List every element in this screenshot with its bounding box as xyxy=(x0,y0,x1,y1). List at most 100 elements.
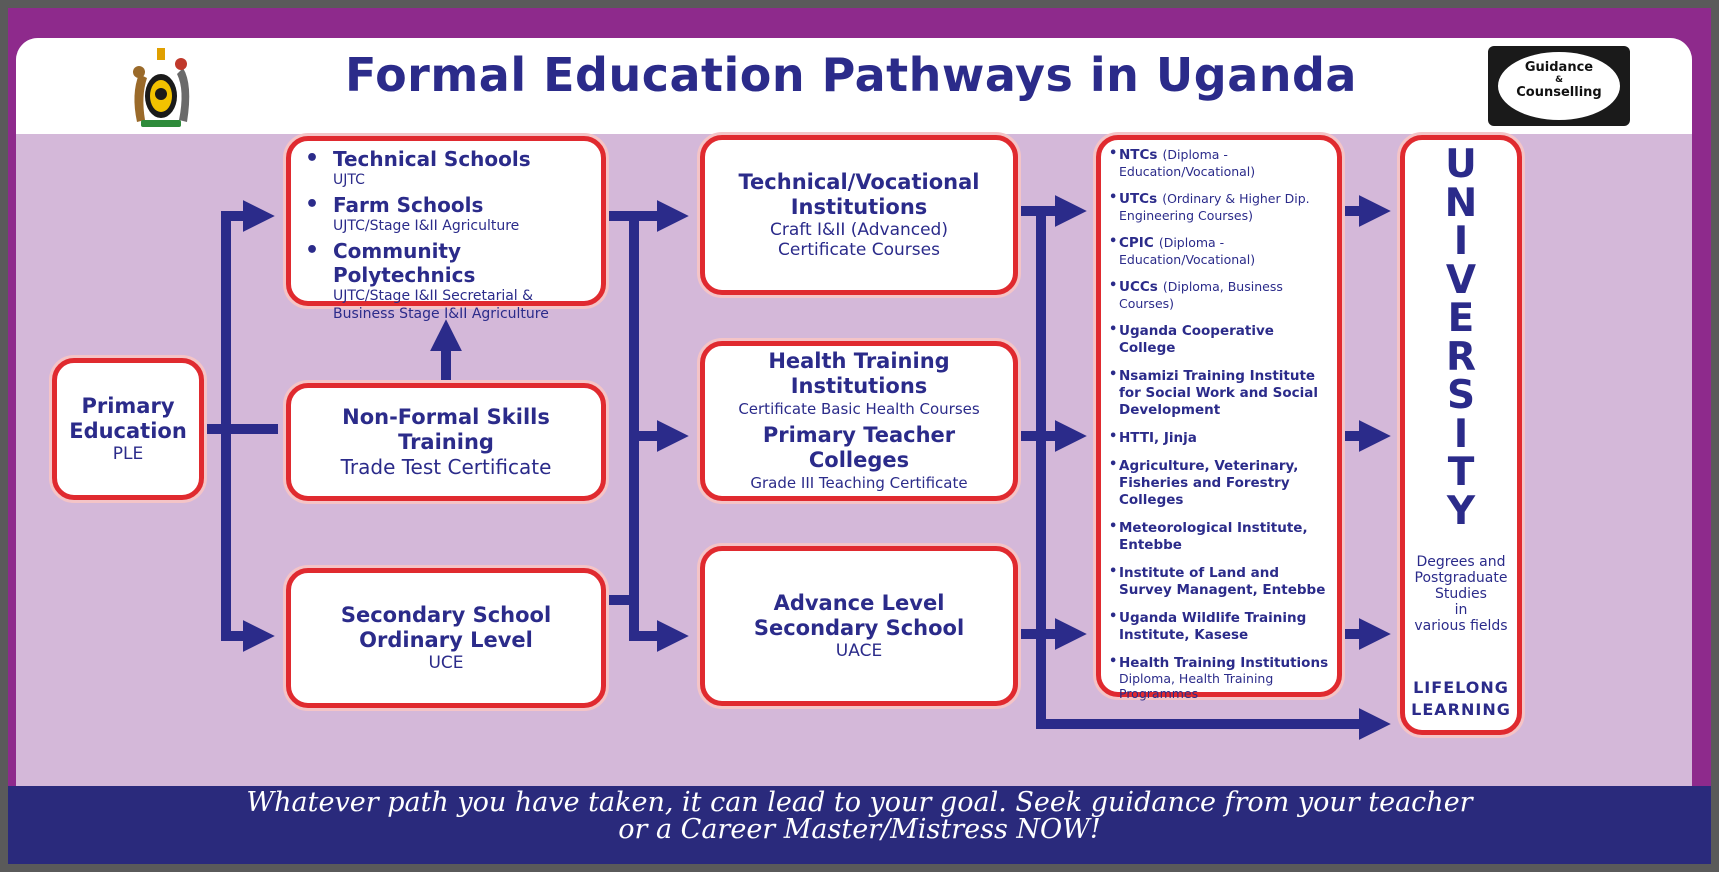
list-item: •UTCs (Ordinary & Higher Dip. Engineerin… xyxy=(1109,190,1329,223)
box-technical-schools: • Technical Schools UJTC • Farm Schools … xyxy=(286,136,606,322)
university-letter: V xyxy=(1445,257,1477,303)
bullet-icon: • xyxy=(305,238,320,263)
box-advance-level: Advance Level Secondary School UACE xyxy=(700,546,1018,706)
list-item: •CPIC (Diploma - Education/Vocational) xyxy=(1109,234,1329,267)
item-detail: UJTC/Stage I&II Secretarial & Business S… xyxy=(333,288,549,322)
list-item: •UCCs (Diploma, Business Courses) xyxy=(1109,278,1329,311)
item-detail: Diploma, Health Training Programmes xyxy=(1119,671,1274,701)
box-health-ptc: Health Training Institutions Certificate… xyxy=(700,341,1018,501)
item-detail: (Diploma - Education/Vocational) xyxy=(1119,147,1256,179)
item-name: Community Polytechnics xyxy=(333,239,476,287)
degrees-line: Degrees and xyxy=(1416,554,1506,570)
bullet-icon: • xyxy=(1109,367,1118,382)
box-technical-vocational: Technical/Vocational Institutions Craft … xyxy=(700,135,1018,295)
bullet-icon: • xyxy=(1109,457,1118,472)
health-sub: Certificate Basic Health Courses xyxy=(738,400,980,418)
item-detail: UJTC xyxy=(333,172,365,188)
item-detail: UJTC/Stage I&II Agriculture xyxy=(333,218,520,234)
poster-frame: Formal Education Pathways in Uganda Guid… xyxy=(8,8,1711,864)
item-detail: (Diploma - Education/Vocational) xyxy=(1119,235,1256,267)
tvi-title: Technical/Vocational Institutions xyxy=(738,170,980,219)
bullet-icon: • xyxy=(1109,234,1118,249)
list-item: • Farm Schools UJTC/Stage I&II Agricultu… xyxy=(305,193,591,235)
a-level-sub: UACE xyxy=(835,641,883,661)
bullet-icon: • xyxy=(1109,190,1118,205)
list-item: •Uganda Cooperative College xyxy=(1109,322,1329,356)
university-letter: S xyxy=(1446,373,1476,418)
footer-banner: Whatever path you have taken, it can lea… xyxy=(8,786,1711,864)
item-name: Nsamizi Training Institute for Social Wo… xyxy=(1119,368,1319,418)
diagram-canvas: Formal Education Pathways in Uganda Guid… xyxy=(16,38,1692,816)
bullet-icon: • xyxy=(1109,278,1118,293)
tvi-sub: Craft I&II (Advanced) Certificate Course… xyxy=(770,220,948,260)
non-formal-title: Non-Formal Skills Training xyxy=(342,405,550,454)
item-name: CPIC xyxy=(1119,235,1154,251)
item-name: Uganda Cooperative College xyxy=(1119,323,1274,356)
university-letter: Y xyxy=(1446,488,1476,534)
connector-arrows xyxy=(202,194,1391,741)
list-item: •Meteorological Institute, Entebbe xyxy=(1109,519,1329,553)
degrees-line: in xyxy=(1454,602,1468,618)
logo-text-amp: & xyxy=(1555,75,1563,85)
university-degrees: Degrees and Postgraduate Studies in vari… xyxy=(1405,554,1517,634)
bullet-icon: • xyxy=(1109,654,1118,669)
item-name: Technical Schools xyxy=(333,147,531,171)
degrees-line: various fields xyxy=(1414,618,1508,634)
lifelong-line: LEARNING xyxy=(1411,700,1511,719)
item-name: NTCs xyxy=(1119,147,1158,163)
university-letter: R xyxy=(1445,334,1477,380)
item-detail: (Ordinary & Higher Dip. Engineering Cour… xyxy=(1119,191,1310,223)
item-name: UCCs xyxy=(1119,279,1158,295)
bullet-icon: • xyxy=(305,146,320,171)
primary-title: Primary Education xyxy=(69,394,187,443)
secondary-o-sub: UCE xyxy=(428,653,464,673)
box-primary-education: Primary Education PLE xyxy=(52,358,204,500)
a-level-title: Advance Level Secondary School xyxy=(753,591,965,640)
page-title: Formal Education Pathways in Uganda xyxy=(345,48,1357,102)
degrees-line: Studies xyxy=(1435,586,1487,602)
item-name: Uganda Wildlife Training Institute, Kase… xyxy=(1119,610,1307,643)
secondary-o-title: Secondary School Ordinary Level xyxy=(340,603,552,652)
lifelong-line: LIFELONG xyxy=(1413,678,1509,697)
list-item: •HTTI, Jinja xyxy=(1109,429,1329,446)
health-title: Health Training Institutions xyxy=(768,349,950,398)
university-letter: N xyxy=(1444,180,1478,226)
university-word: U N I V E R S I T Y xyxy=(1405,142,1517,534)
bullet-icon: • xyxy=(1109,146,1118,161)
university-letter: E xyxy=(1447,296,1475,341)
list-item: •Uganda Wildlife Training Institute, Kas… xyxy=(1109,609,1329,643)
non-formal-sub: Trade Test Certificate xyxy=(340,455,552,479)
bullet-icon: • xyxy=(1109,564,1118,579)
guidance-counselling-logo: Guidance & Counselling xyxy=(1488,46,1630,126)
item-name: Health Training Institutions xyxy=(1119,655,1329,671)
list-item: • Technical Schools UJTC xyxy=(305,147,591,189)
lifelong-learning: LIFELONG LEARNING xyxy=(1405,677,1517,721)
university-letter: I xyxy=(1453,219,1469,264)
ptc-title: Primary Teacher Colleges xyxy=(762,423,956,472)
university-letter: U xyxy=(1445,142,1477,187)
box-tertiary-institutions: •NTCs (Diploma - Education/Vocational) •… xyxy=(1096,135,1342,701)
list-item: • Community Polytechnics UJTC/Stage I&II… xyxy=(305,239,591,323)
ptc-sub: Grade III Teaching Certificate xyxy=(750,474,968,492)
item-name: Meteorological Institute, Entebbe xyxy=(1119,520,1308,553)
university-letter: T xyxy=(1447,450,1475,495)
list-item: •Health Training Institutions Diploma, H… xyxy=(1109,654,1329,701)
item-name: HTTI, Jinja xyxy=(1119,430,1197,446)
item-name: Agriculture, Veterinary, Fisheries and F… xyxy=(1119,458,1299,508)
bullet-icon: • xyxy=(305,192,320,217)
item-detail: (Diploma, Business Courses) xyxy=(1119,279,1283,311)
footer-line-2: or a Career Master/Mistress NOW! xyxy=(618,814,1101,845)
logo-disk: Guidance & Counselling xyxy=(1498,52,1620,120)
bullet-icon: • xyxy=(1109,609,1118,624)
list-item: •NTCs (Diploma - Education/Vocational) xyxy=(1109,146,1329,179)
bullet-icon: • xyxy=(1109,429,1118,444)
degrees-line: Postgraduate xyxy=(1414,570,1508,586)
list-item: •Agriculture, Veterinary, Fisheries and … xyxy=(1109,457,1329,508)
university-letter: I xyxy=(1453,411,1469,457)
logo-text-guidance: Guidance xyxy=(1524,60,1594,75)
item-name: Institute of Land and Survey Managent, E… xyxy=(1119,565,1326,598)
box-non-formal-skills: Non-Formal Skills Training Trade Test Ce… xyxy=(286,383,606,501)
coat-of-arms-logo xyxy=(133,48,190,127)
item-name: Farm Schools xyxy=(333,193,484,217)
list-item: •Nsamizi Training Institute for Social W… xyxy=(1109,367,1329,418)
